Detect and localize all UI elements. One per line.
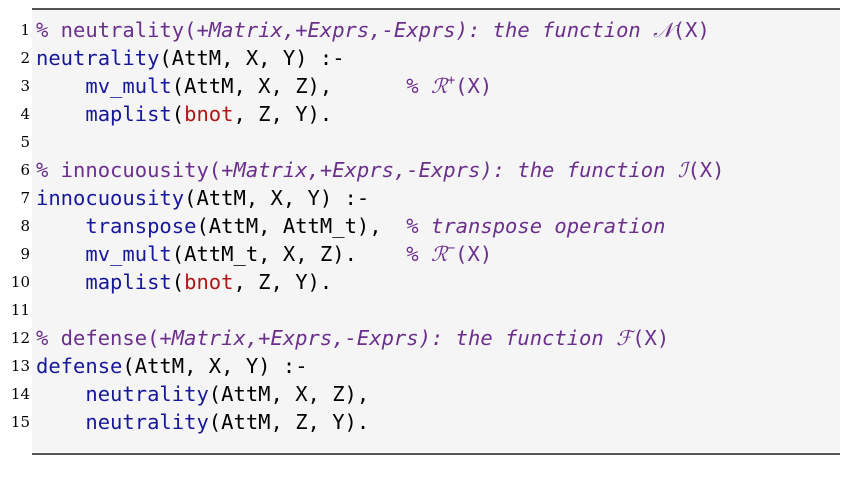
comment-innocuousity: % innocuousity(+Matrix,+Exprs,-Exprs): t… xyxy=(36,158,725,182)
line-number: 13 xyxy=(10,357,30,375)
code-line-15: 15 neutrality(AttM, Z, Y). xyxy=(0,408,845,436)
line-number: 6 xyxy=(20,161,30,179)
code-line-8: 8 transpose(AttM, AttM_t), % transpose o… xyxy=(0,212,845,240)
builtin-name: bnot xyxy=(184,102,234,126)
comment-defense: % defense(+Matrix,+Exprs,-Exprs): the fu… xyxy=(36,326,670,350)
line-number: 5 xyxy=(20,133,30,151)
predicate-call: maplist xyxy=(85,102,172,126)
line-number: 1 xyxy=(20,21,30,39)
inline-comment: % ℛ−(X) xyxy=(406,241,493,266)
code-line-5: 5 xyxy=(0,128,845,156)
code-line-1: 1 % neutrality(+Matrix,+Exprs,-Exprs): t… xyxy=(0,16,845,44)
code-line-7: 7 innocuousity(AttM, X, Y) :- xyxy=(0,184,845,212)
line-number: 14 xyxy=(10,385,30,403)
predicate-call: maplist xyxy=(85,270,172,294)
line-number: 4 xyxy=(20,105,30,123)
predicate-call: neutrality xyxy=(85,382,209,406)
code-line-14: 14 neutrality(AttM, X, Z), xyxy=(0,380,845,408)
line-number: 12 xyxy=(10,329,30,347)
line-number: 10 xyxy=(10,273,30,291)
code-line-3: 3 mv_mult(AttM, X, Z), % ℛ+(X) xyxy=(0,72,845,100)
line-number: 9 xyxy=(20,245,30,263)
predicate-call: mv_mult xyxy=(85,242,172,266)
predicate-head: defense xyxy=(36,354,123,378)
line-number: 7 xyxy=(20,189,30,207)
code-line-10: 10 maplist(bnot, Z, Y). xyxy=(0,268,845,296)
code-line-9: 9 mv_mult(AttM_t, X, Z). % ℛ−(X) xyxy=(0,240,845,268)
line-number: 2 xyxy=(20,49,30,67)
code-line-11: 11 xyxy=(0,296,845,324)
line-number: 15 xyxy=(10,413,30,431)
code-background xyxy=(32,10,840,452)
line-number: 8 xyxy=(20,217,30,235)
code-line-6: 6 % innocuousity(+Matrix,+Exprs,-Exprs):… xyxy=(0,156,845,184)
predicate-call: mv_mult xyxy=(85,74,172,98)
code-listing: 1 % neutrality(+Matrix,+Exprs,-Exprs): t… xyxy=(0,8,845,455)
line-number: 11 xyxy=(10,301,30,319)
inline-comment: % ℛ+(X) xyxy=(406,73,493,98)
predicate-call: transpose xyxy=(85,214,197,238)
code-line-2: 2 neutrality(AttM, X, Y) :- xyxy=(0,44,845,72)
predicate-head: innocuousity xyxy=(36,186,185,210)
bottom-rule xyxy=(32,453,840,455)
line-number: 3 xyxy=(20,77,30,95)
inline-comment: % transpose operation xyxy=(406,214,666,238)
code-line-13: 13 defense(AttM, X, Y) :- xyxy=(0,352,845,380)
code-line-12: 12 % defense(+Matrix,+Exprs,-Exprs): the… xyxy=(0,324,845,352)
comment-neutrality: % neutrality(+Matrix,+Exprs,-Exprs): the… xyxy=(36,18,710,42)
code-line-4: 4 maplist(bnot, Z, Y). xyxy=(0,100,845,128)
builtin-name: bnot xyxy=(184,270,234,294)
predicate-head: neutrality xyxy=(36,46,160,70)
predicate-call: neutrality xyxy=(85,410,209,434)
top-rule xyxy=(32,8,840,10)
